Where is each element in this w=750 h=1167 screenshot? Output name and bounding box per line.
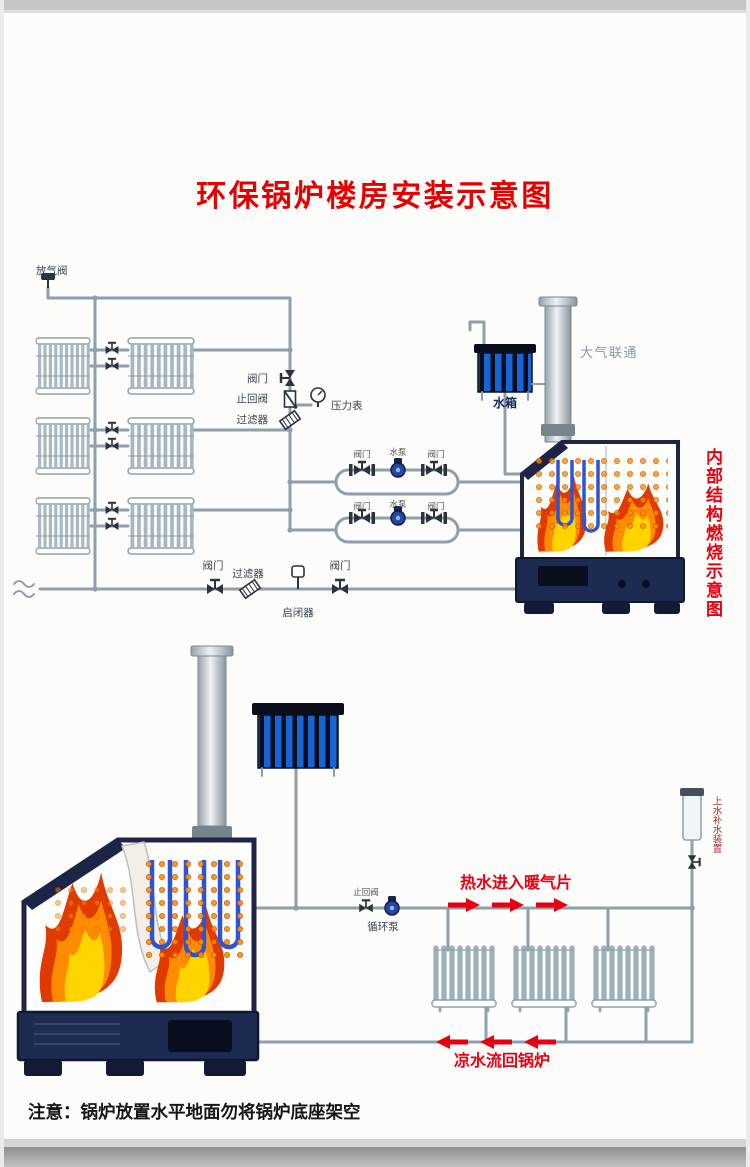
side-caption: 内部结构燃烧示意图: [702, 447, 723, 619]
bottom-diagram: [16, 645, 704, 1076]
arrow-right-icon: [536, 898, 568, 912]
boiler-cutaway-small: [515, 440, 685, 614]
label-water-tank: 水箱: [493, 395, 517, 410]
label-pump-row2-valve-right: 阀门: [427, 501, 444, 512]
hot-water-arrows: [448, 898, 568, 912]
opener-icon: [291, 565, 305, 590]
filter-icon: [278, 409, 302, 431]
pipe-junctions: [92, 295, 293, 592]
label-water-refill: 上水补水装置: [711, 796, 723, 853]
ember-dots: [52, 880, 130, 938]
radiator: [34, 496, 92, 556]
valve-icon: [104, 437, 120, 452]
label-cold-water: 凉水流回锅炉: [454, 1051, 550, 1070]
pump-icon: [390, 457, 406, 478]
pressure-gauge-icon: [310, 387, 326, 408]
arrow-right-icon: [492, 898, 524, 912]
valve-icon: [104, 421, 120, 436]
photo-edge-bottom: [0, 1147, 750, 1167]
pipe-break-squiggle: [13, 580, 35, 598]
label-valve-main: 阀门: [247, 372, 268, 385]
water-tank: [474, 344, 546, 401]
valve-icon: [330, 578, 350, 596]
label-check-valve: 止回阀: [353, 887, 379, 898]
label-pressure-gauge: 压力表: [331, 399, 363, 412]
photo-edge-left: [0, 0, 4, 1167]
check-valve-icon: [283, 390, 299, 410]
radiator: [592, 948, 656, 1012]
radiator: [512, 948, 576, 1012]
arrow-left-icon: [436, 1035, 468, 1049]
label-pump-row2-pump: 水泵: [389, 499, 407, 510]
filter-icon: [238, 578, 262, 600]
check-valve-icon: [358, 899, 374, 914]
water-tank: [252, 703, 344, 777]
label-circulation-pump: 循环泵: [367, 920, 399, 933]
arrow-right-icon: [448, 898, 480, 912]
label-pump-row2-valve-left: 阀门: [353, 501, 370, 512]
label-pump-row1-pump: 水泵: [389, 447, 407, 458]
page-note: 注意：锅炉放置水平地面勿将锅炉底座架空: [28, 1102, 361, 1123]
radiator: [34, 416, 92, 476]
radiator: [34, 336, 92, 396]
radiator: [126, 416, 196, 476]
boiler-cutaway-large: [16, 837, 260, 1076]
photo-edge-right: [746, 0, 750, 1167]
cold-water-arrows: [436, 1035, 556, 1049]
label-hot-water: 热水进入暖气片: [460, 873, 572, 892]
circulation-pump-icon: [384, 895, 400, 916]
page-title: 环保锅炉楼房安装示意图: [196, 179, 554, 214]
label-valve-return-right: 阀门: [330, 559, 351, 572]
arrow-left-icon: [524, 1035, 556, 1049]
photo-edge-top-fade: [0, 10, 750, 13]
water-refill-device: [680, 788, 704, 870]
valve-icon: [104, 517, 120, 532]
radiator: [126, 496, 196, 556]
valve-icon: [205, 578, 225, 596]
label-valve-return-left: 阀门: [203, 559, 224, 572]
valve-icon: [686, 854, 701, 870]
photo-edge-top: [0, 0, 750, 10]
ember-dots: [140, 856, 246, 958]
pipe-junction: [293, 905, 299, 911]
photo-edge-bottom-fade: [0, 1139, 750, 1147]
label-opener: 启闭器: [282, 606, 314, 619]
radiator: [432, 948, 496, 1012]
label-filter-return: 过滤器: [232, 567, 264, 580]
top-diagram: [13, 272, 685, 614]
label-atmosphere-link: 大气联通: [580, 345, 638, 361]
valve-icon: [279, 368, 297, 388]
pipe-junction: [689, 905, 695, 911]
label-pump-row1-valve-left: 阀门: [353, 449, 370, 460]
chimney: [538, 296, 578, 443]
ember-dots: [532, 455, 668, 529]
label-pump-row1-valve-right: 阀门: [427, 449, 444, 460]
valve-icon: [104, 501, 120, 516]
label-check-valve: 止回阀: [237, 392, 269, 405]
radiator: [126, 336, 196, 396]
chimney: [190, 645, 234, 840]
valve-icon: [104, 357, 120, 372]
arrow-left-icon: [480, 1035, 512, 1049]
valve-icon: [104, 341, 120, 356]
label-filter-main: 过滤器: [237, 413, 269, 426]
label-air-valve: 放气阀: [36, 264, 68, 277]
